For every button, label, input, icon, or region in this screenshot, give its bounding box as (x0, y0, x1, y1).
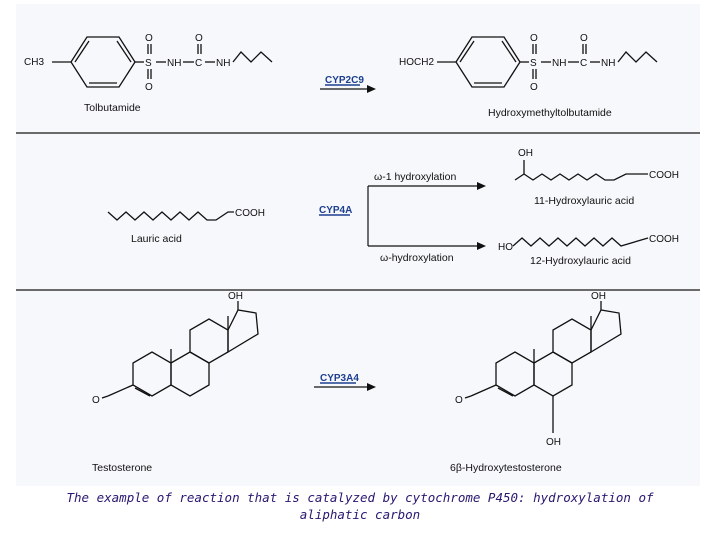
nh-label: NH (167, 58, 181, 69)
panel-divider (16, 132, 700, 134)
tolbutamide-panel: CH3 S O O NH C O NH Tolbutamide C (16, 4, 700, 132)
lauric-acid-name: Lauric acid (131, 233, 182, 245)
testosterone-name: Testosterone (92, 462, 152, 474)
hydroxytestosterone-structure: O OH OH (455, 291, 622, 448)
oh-label: OH (591, 291, 606, 302)
ring-b (170, 351, 210, 397)
oh-label: OH (228, 291, 243, 302)
11-hydroxylauric-acid-name: 11-Hydroxylauric acid (534, 195, 634, 207)
oxygen-label: O (530, 82, 538, 93)
lauric-acid-chain (107, 211, 234, 221)
figure-caption: The example of reaction that is catalyze… (0, 489, 720, 523)
arrowhead (477, 242, 486, 250)
sulfur-label: S (530, 58, 537, 69)
panel-divider (16, 289, 700, 291)
carbonyl-carbon-label: C (195, 58, 202, 69)
cooh-label: COOH (649, 170, 679, 181)
nh-label: NH (601, 58, 615, 69)
ketone-oxygen-label: O (92, 395, 100, 406)
omega-1-hydroxylation-label: ω-1 hydroxylation (374, 171, 456, 183)
lauric-acid-scheme: COOH Lauric acid CYP4A ω-1 hydroxylation… (107, 148, 679, 267)
cyp4a-label: CYP4A (319, 205, 352, 216)
arrowhead (367, 85, 376, 93)
oxygen-label: O (145, 82, 153, 93)
12-hydroxylauric-acid-name: 12-Hydroxylauric acid (530, 255, 631, 267)
reaction-figure: CH3 S O O NH C O NH Tolbutamide C (16, 4, 700, 486)
testosterone-structure: O OH (92, 291, 259, 406)
arrowhead (367, 383, 376, 391)
cooh-label: COOH (235, 208, 265, 219)
oxygen-label: O (580, 33, 588, 44)
ho-label: HO (498, 242, 513, 253)
nh-label: NH (216, 58, 230, 69)
caption-line-2: aliphatic carbon (299, 507, 421, 522)
caption-line-1: The example of reaction that is catalyze… (66, 490, 654, 505)
hoch2-label: HOCH2 (399, 57, 434, 68)
benzene-ring (455, 36, 521, 88)
benzene-ring (70, 36, 136, 88)
testosterone-panel: O OH Testosterone CYP3A4 O (16, 291, 700, 486)
ring-c (189, 318, 229, 364)
oxygen-label: O (195, 33, 203, 44)
butyl-chain (617, 51, 658, 63)
butyl-chain (232, 51, 273, 63)
arrowhead (477, 182, 486, 190)
tolbutamide-name: Tolbutamide (84, 102, 141, 114)
hydroxymethyltolbutamide-name: Hydroxymethyltolbutamide (488, 107, 612, 119)
carbonyl-carbon-label: C (580, 58, 587, 69)
ketone-oxygen-label: O (455, 395, 463, 406)
ch3-label: CH3 (24, 57, 44, 68)
nh-label: NH (552, 58, 566, 69)
ring-d (590, 309, 622, 354)
sulfur-label: S (145, 58, 152, 69)
testosterone-scheme: O OH Testosterone CYP3A4 O (92, 291, 622, 474)
hydroxylauric-chain (514, 173, 648, 181)
omega-hydroxylation-label: ω-hydroxylation (380, 252, 454, 264)
hydroxylauric-chain (512, 237, 649, 247)
oxygen-label: O (145, 33, 153, 44)
lauric-acid-panel: COOH Lauric acid CYP4A ω-1 hydroxylation… (16, 134, 700, 289)
hydroxytestosterone-name: 6β-Hydroxytestosterone (450, 462, 562, 474)
cyp2c9-label: CYP2C9 (325, 75, 364, 86)
ring-c (552, 318, 592, 364)
ring-d (227, 309, 259, 354)
oxygen-label: O (530, 33, 538, 44)
6-beta-oh-label: OH (546, 437, 561, 448)
tolbutamide-scheme: CH3 S O O NH C O NH Tolbutamide C (24, 33, 658, 119)
cooh-label: COOH (649, 234, 679, 245)
oh-label: OH (518, 148, 533, 159)
ring-b (533, 351, 573, 397)
cyp3a4-label: CYP3A4 (320, 373, 359, 384)
